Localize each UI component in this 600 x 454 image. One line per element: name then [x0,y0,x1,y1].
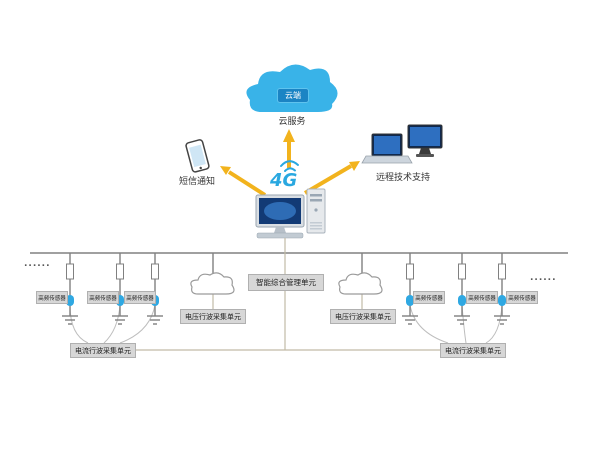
feeder-drop [402,253,418,325]
voltage-unit-box-left: 电压行波采集单元 [180,309,246,324]
fuse-icon [116,263,124,280]
fuse-icon [151,263,159,280]
sms-caption: 短信通知 [178,177,215,187]
fuse-icon [458,263,466,280]
hf-sensor-icon [458,295,466,306]
laptop-icon [361,133,413,164]
hf-sensor-label: 高频传感器 [124,291,156,304]
bus-ellipsis-right: ...... [530,273,557,283]
4g-label: 4G [270,170,298,191]
hf-sensor-icon [498,295,506,306]
hf-sensor-label: 高频传感器 [36,291,68,304]
ground-icon [62,315,78,325]
hf-sensor-label: 高频传感器 [87,291,119,304]
bus-ellipsis-left: ...... [24,259,51,269]
feeder-drop [494,253,510,325]
ground-icon [402,315,418,325]
remote-support-caption: 远程技术支持 [375,173,430,183]
small-cloud-tap [190,253,235,295]
phone-icon [185,139,210,173]
hf-sensor-icon [66,295,74,306]
fuse-icon [498,263,506,280]
ground-icon [147,315,163,325]
feeder-drop [62,253,78,325]
feeder-drop [454,253,470,325]
feeder-drop [112,253,128,325]
fuse-icon [406,263,414,280]
arrow-to-cloud [283,129,295,168]
sensor-curves [69,304,503,344]
feeder-drop [147,253,163,325]
small-cloud-icon [338,272,383,295]
hf-sensor-label: 高频传感器 [413,291,445,304]
hf-sensor-label: 高频传感器 [466,291,498,304]
arrow-to-remote [303,161,360,195]
computer-tower-icon [306,188,326,234]
current-unit-box-left: 电流行波采集单元 [70,343,136,358]
desktop-monitor-icon [407,124,443,157]
management-unit-box: 智能综合管理单元 [248,274,324,291]
current-unit-box-right: 电流行波采集单元 [440,343,506,358]
computer-monitor-icon [255,194,305,239]
voltage-unit-box-right: 电压行波采集单元 [330,309,396,324]
hf-sensor-icon [406,295,414,306]
ground-icon [494,315,510,325]
cloud-service-caption: 云服务 [278,117,306,127]
connector-lines [134,238,440,351]
ground-icon [112,315,128,325]
cloud-chip: 云端 [277,88,309,103]
arrow-to-sms [220,166,267,197]
hf-sensor-label: 高频传感器 [506,291,538,304]
ground-icon [454,315,470,325]
small-cloud-icon [190,272,235,295]
4g-signal-arcs [280,160,299,172]
fuse-icon [66,263,74,280]
small-cloud-tap [338,253,383,295]
